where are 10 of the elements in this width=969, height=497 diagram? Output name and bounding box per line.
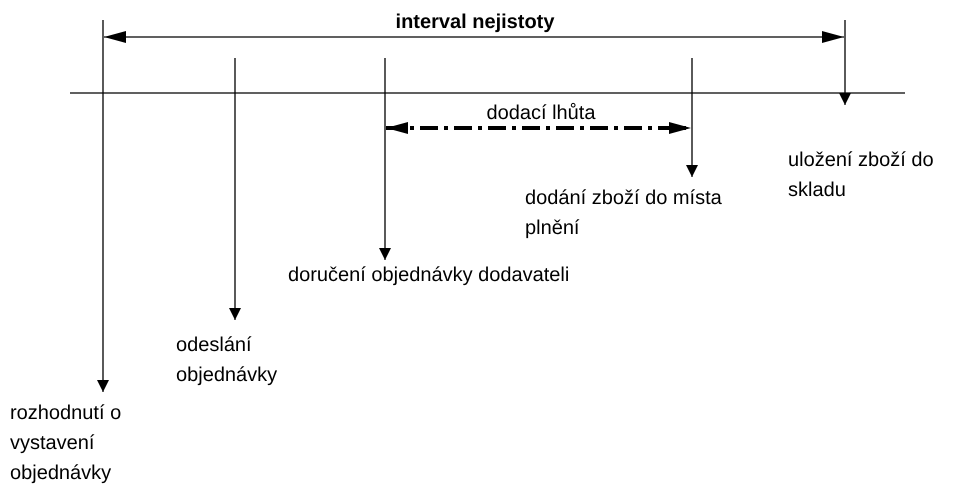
arrow — [97, 20, 109, 392]
event-label: rozhodnutí o vystavení objednávky — [10, 401, 122, 486]
event-label: doručení objednávky dodavateli — [288, 263, 570, 288]
arrow — [839, 20, 851, 105]
event-label: uložení zboží do skladu — [788, 148, 935, 203]
arrow — [379, 58, 391, 260]
event-label: dodání zboží do místa plnění — [525, 186, 723, 241]
arrow — [229, 58, 241, 320]
event-label: odeslání objednávky — [176, 333, 278, 388]
arrow — [686, 58, 698, 177]
